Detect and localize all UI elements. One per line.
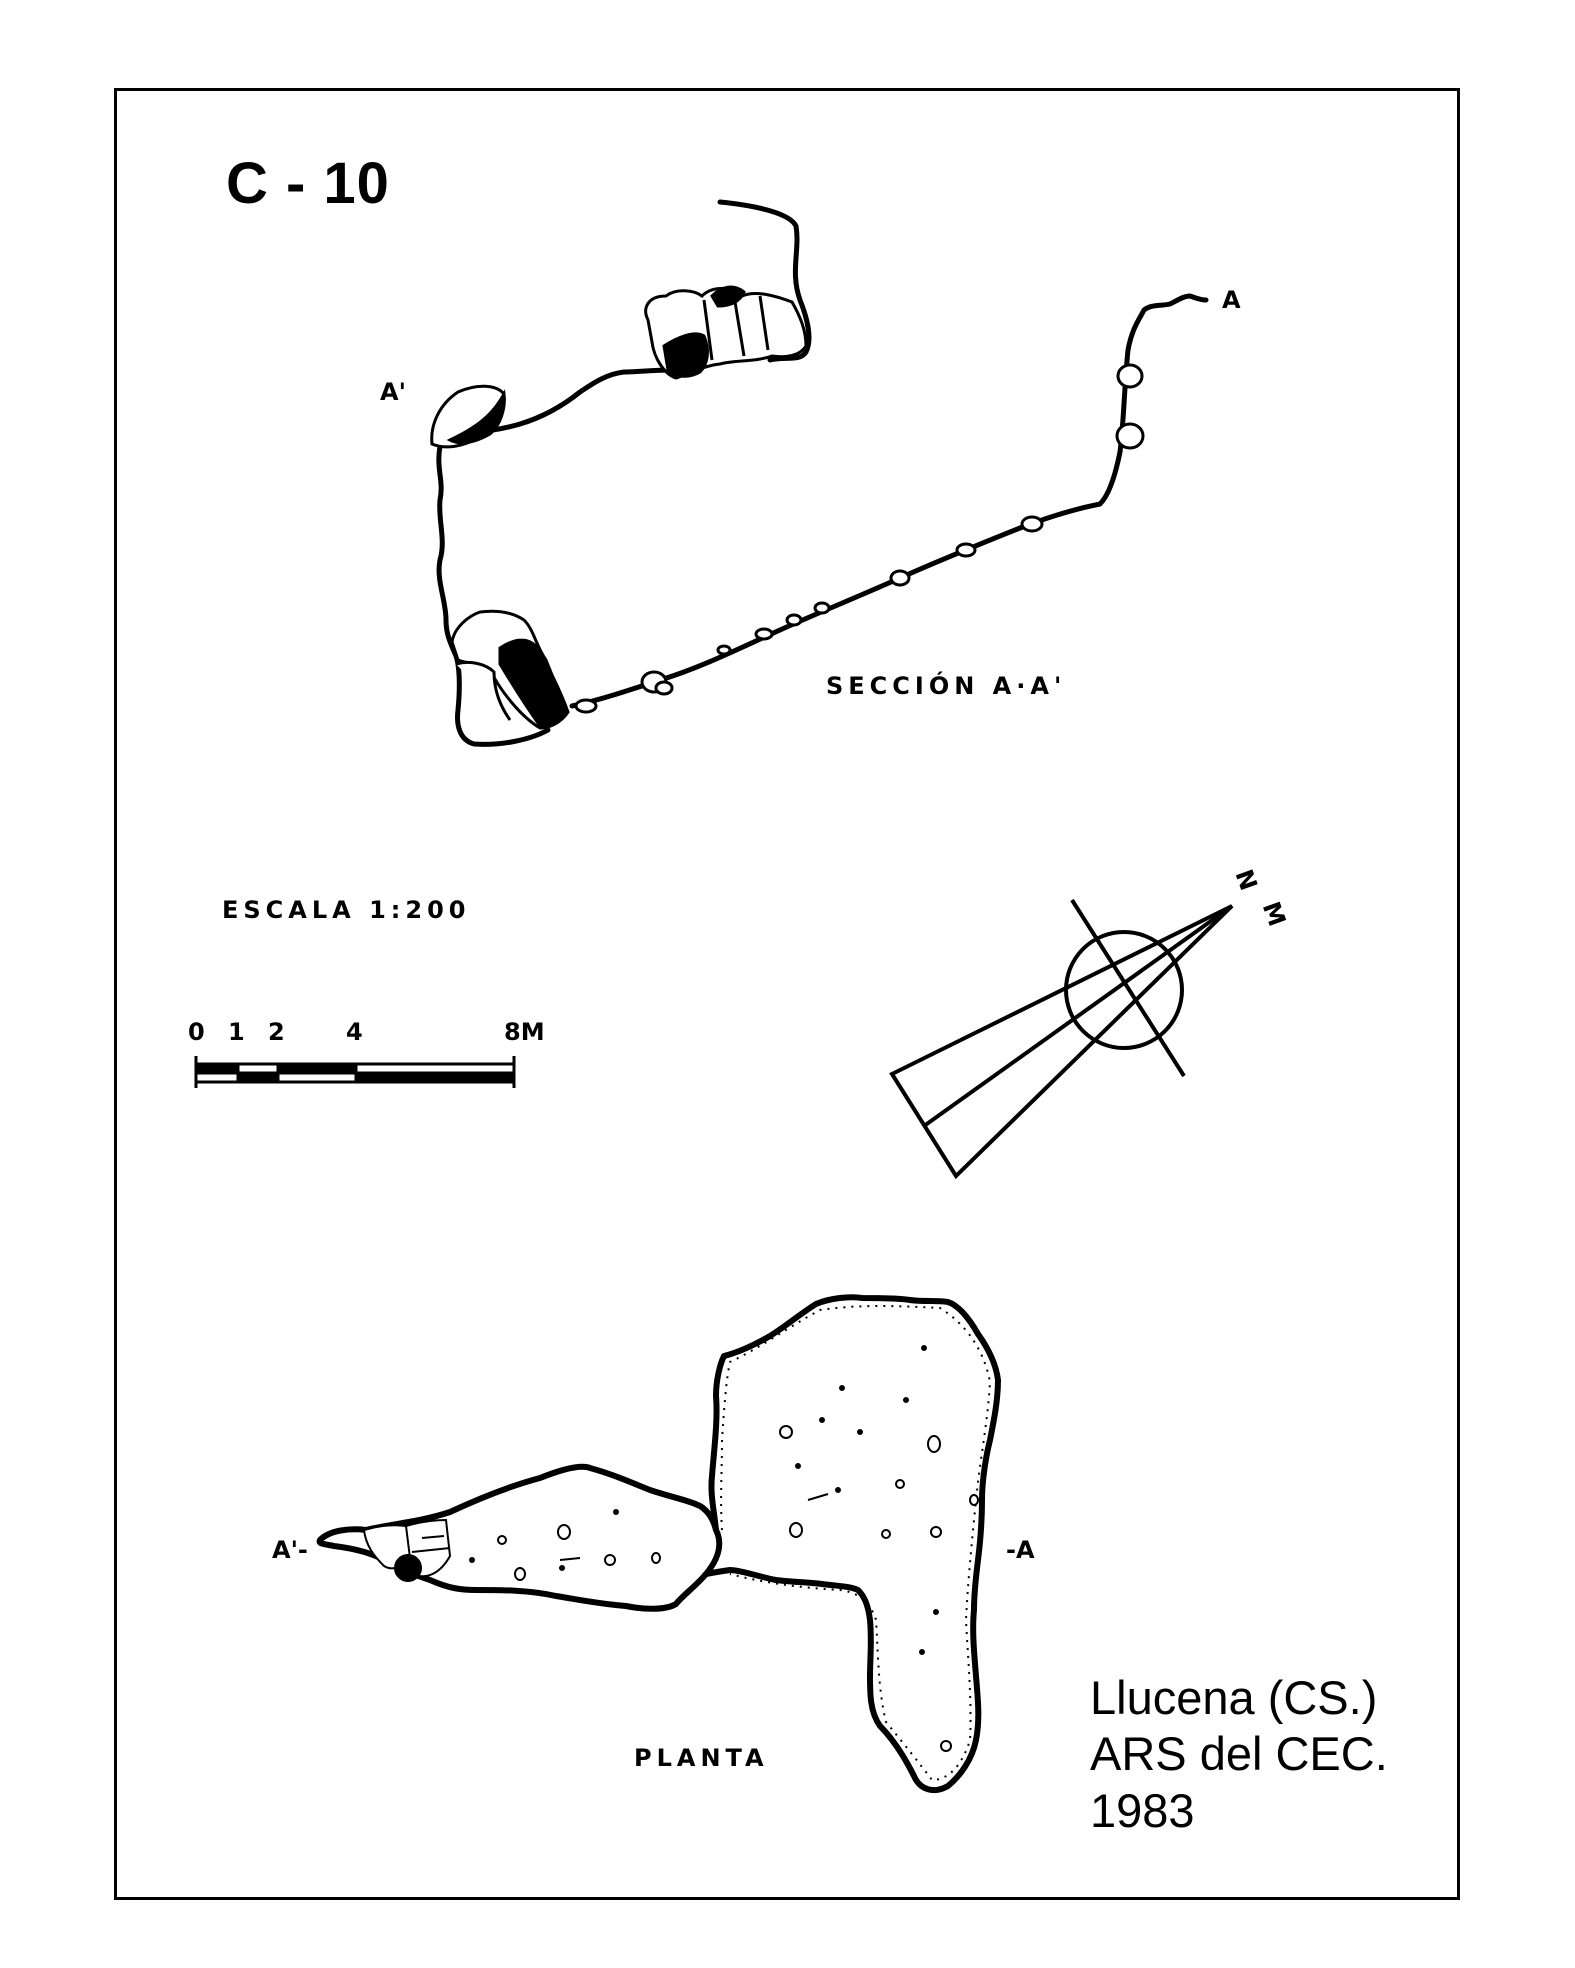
sheet-id: C - 10 (226, 151, 390, 216)
section-pebbles (574, 363, 1145, 714)
scale-tick-8m: 8M (504, 1018, 545, 1046)
scale-tick-1: 1 (228, 1018, 245, 1046)
credit-block: Llucena (CS.) ARS del CEC. 1983 (1090, 1670, 1388, 1839)
map-frame (114, 88, 1460, 1900)
scale-tick-0: 0 (188, 1018, 205, 1046)
north-compass (889, 898, 1234, 1180)
scale-tick-2: 2 (268, 1018, 285, 1046)
credit-group: ARS del CEC. (1090, 1727, 1388, 1781)
section-title: SECCIÓN A·A' (826, 672, 1067, 700)
plan-end-a-prime: A'- (272, 1536, 308, 1564)
plan-breakdown-blocks (362, 1518, 452, 1582)
credit-year: 1983 (1090, 1783, 1195, 1837)
scale-tick-4: 4 (346, 1018, 363, 1046)
section-breakdown-blocks (430, 285, 808, 730)
plan-outline (316, 1294, 1001, 1794)
plan-floor-marks (469, 1345, 979, 1752)
credit-location: Llucena (CS.) (1090, 1671, 1378, 1724)
plan-title: PLANTA (634, 1744, 769, 1772)
section-end-a: A (1222, 286, 1241, 314)
plan-wall-hatching (675, 1305, 992, 1782)
plan-end-a: -A (1006, 1536, 1035, 1564)
section-end-a-prime: A' (380, 378, 406, 406)
scale-bar (194, 1056, 516, 1088)
scale-label: ESCALA 1:200 (222, 896, 471, 924)
section-profile (436, 199, 1209, 747)
